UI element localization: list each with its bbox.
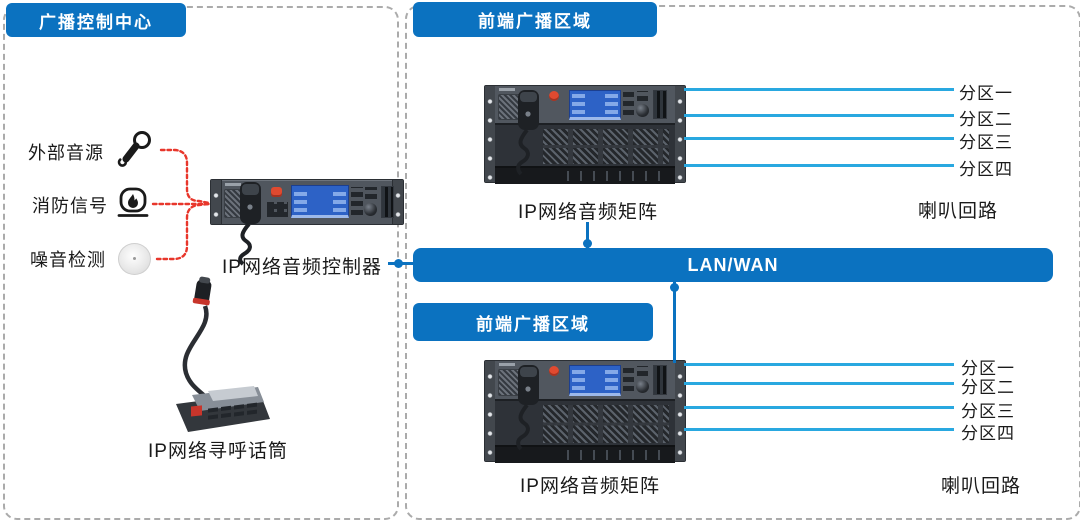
controller-to-bus-dot	[394, 259, 403, 268]
control-keys	[623, 366, 634, 391]
terminal-strip-unit	[495, 445, 675, 463]
led-meter	[653, 365, 667, 395]
source-label-noise-detect: 噪音检测	[30, 250, 106, 270]
control-center-header-label: 广播控制中心	[39, 12, 153, 32]
handheld-microphone-icon	[516, 90, 539, 176]
paging-mic-label: IP网络寻呼话筒	[148, 441, 288, 462]
control-center-panel	[3, 6, 399, 520]
rack-rail	[674, 86, 685, 182]
matrix-top-to-bus-dot	[583, 239, 592, 248]
zone-label: 分区四	[959, 160, 1013, 179]
ip-audio-matrix-device-bottom	[484, 360, 686, 463]
zone-label: 分区二	[959, 110, 1013, 129]
function-keys	[365, 187, 377, 199]
zone-line	[684, 428, 954, 431]
brand-mark	[225, 183, 241, 186]
vent-grilles	[543, 129, 669, 164]
source-label-external-audio: 外部音源	[28, 143, 104, 163]
amplifier-unit	[495, 123, 675, 168]
terminal-ports	[567, 171, 671, 181]
alarm-button-icon	[271, 187, 282, 197]
brand-mark	[499, 88, 515, 91]
zone-label: 分区四	[961, 424, 1015, 443]
zone-label: 分区二	[961, 378, 1015, 397]
matrix-bottom-label: IP网络音频矩阵	[520, 476, 660, 497]
frontend-area-top-header-label: 前端广播区域	[478, 12, 592, 31]
matrix-top-label: IP网络音频矩阵	[518, 202, 658, 223]
volume-knob-icon	[364, 203, 377, 216]
alarm-button-icon	[549, 366, 559, 376]
bus-to-matrix-bottom-dot	[670, 283, 679, 292]
control-keys	[351, 187, 363, 215]
noise-sensor-icon	[118, 243, 151, 275]
terminal-ports	[567, 450, 671, 460]
lan-wan-label: LAN/WAN	[687, 254, 779, 275]
source-label-fire-signal: 消防信号	[32, 196, 108, 216]
lcd-screen	[291, 185, 349, 218]
lcd-screen	[569, 365, 621, 396]
button-grid	[267, 202, 288, 217]
alarm-button-icon	[549, 91, 559, 101]
fire-alarm-icon	[117, 187, 149, 217]
volume-knob-icon	[636, 104, 649, 117]
zone-line	[684, 382, 954, 385]
speaker-loop-label-top: 喇叭回路	[918, 201, 999, 222]
zone-label: 分区一	[961, 359, 1015, 378]
ip-audio-controller-device	[210, 179, 404, 266]
volume-knob-icon	[636, 380, 649, 393]
zone-line	[684, 164, 954, 167]
led-meter	[381, 186, 394, 218]
ip-audio-matrix-device-top	[484, 85, 686, 184]
handheld-microphone-icon	[238, 182, 261, 266]
zone-label: 分区三	[961, 402, 1015, 421]
zone-line	[684, 363, 954, 366]
zone-line	[684, 137, 954, 140]
frontend-area-bottom-header-label: 前端广播区域	[476, 314, 590, 334]
function-keys	[637, 366, 648, 376]
vent-grilles	[543, 405, 669, 443]
frontend-area-bottom-header: 前端广播区域	[413, 303, 653, 341]
lan-wan-bus: LAN/WAN	[413, 248, 1053, 282]
matrix-top-to-bus-line	[586, 222, 589, 249]
zone-line	[684, 88, 954, 91]
bus-to-matrix-bottom-line	[673, 282, 676, 363]
control-center-header: 广播控制中心	[6, 3, 186, 37]
lcd-screen	[569, 90, 621, 120]
microphone-icon	[117, 131, 151, 167]
handheld-microphone-icon	[516, 365, 539, 451]
source-connection-lines	[151, 148, 211, 261]
frontend-area-top-header: 前端广播区域	[413, 2, 657, 37]
rack-rail	[674, 361, 685, 461]
zone-line	[684, 406, 954, 409]
control-keys	[623, 91, 634, 115]
controller-label: IP网络音频控制器	[222, 257, 382, 278]
function-keys	[637, 91, 648, 101]
speaker-loop-label-bottom: 喇叭回路	[941, 476, 1022, 497]
brand-mark	[499, 363, 515, 366]
paging-microphone	[176, 276, 270, 432]
rack-rail	[211, 180, 222, 224]
zone-label: 分区三	[959, 133, 1013, 152]
zone-line	[684, 114, 954, 117]
terminal-strip-unit	[495, 166, 675, 184]
zone-label: 分区一	[959, 84, 1013, 103]
led-meter	[653, 90, 667, 119]
